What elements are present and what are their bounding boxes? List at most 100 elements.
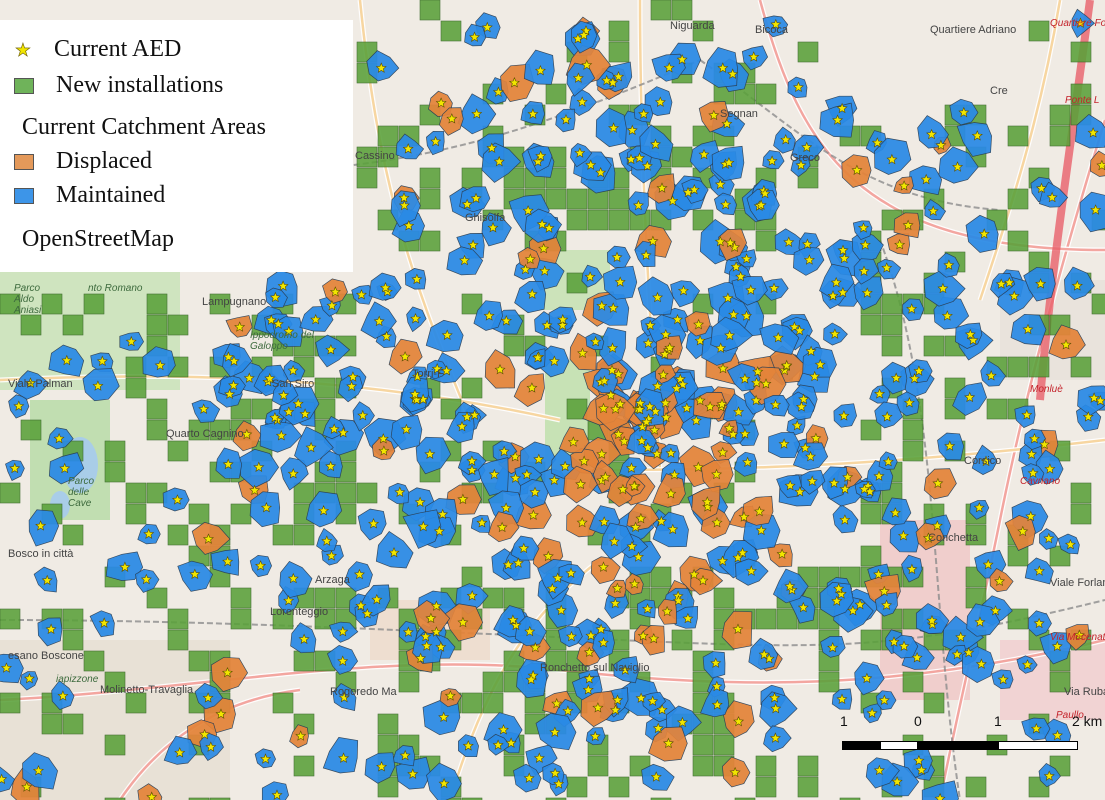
aed-star [576,96,588,107]
aed-star [741,310,753,321]
new-installation-cell [461,167,483,189]
aed-star [742,456,754,468]
aed-star [934,792,946,800]
aed-star [525,674,537,685]
new-installation-cell [1007,230,1029,252]
aed-star [886,153,898,165]
new-installation-cell [608,209,630,231]
displaced-area [690,567,724,596]
aed-star [755,199,767,210]
aed-star [597,561,609,572]
new-installation-cell [986,398,1008,420]
aed-star [803,254,815,265]
aed-star [915,764,927,775]
aed-star [417,520,429,532]
legend-basemap-credit: OpenStreetMap [22,226,174,252]
aed-star [828,477,840,488]
aed-star [982,558,994,570]
aed-star [605,389,617,401]
aed-star [1051,729,1063,741]
road-label-cassina: Ponte L [1065,95,1100,106]
aed-star [538,242,550,254]
aed-star [500,502,512,513]
place-label-bosco-in-citta: Parco Aldo Aniasi [14,283,42,316]
aed-star [654,96,666,107]
new-installation-cell [713,587,735,609]
aed-star [98,617,110,628]
new-installation-cell [146,314,168,336]
aed-star [888,636,900,647]
new-installation-cell [377,146,399,168]
aed-star [858,265,870,277]
new-installation-cell [83,650,105,672]
aed-star [560,114,572,125]
new-installation-cell [1028,356,1050,378]
new-installation-cell [461,293,483,315]
green-square-icon [14,77,34,94]
aed-star [456,420,468,432]
aed-star [723,157,735,168]
aed-star [376,761,388,772]
aed-star [894,239,906,250]
scale-tick: 2 km [1072,713,1103,729]
aed-star [922,532,934,543]
aed-star [1096,159,1105,171]
new-installation-cell [860,629,882,651]
legend-label-current-aed: Current AED [54,36,182,62]
new-installation-cell [902,419,924,441]
aed-star [641,160,653,171]
new-installation-cell [755,83,777,105]
aed-star [903,397,915,408]
aed-star [717,446,729,458]
aed-star [548,355,560,367]
aed-star [325,344,337,355]
aed-star [955,631,967,642]
aed-star [1043,532,1055,544]
aed-star [610,403,622,414]
maintained-area [0,766,16,793]
aed-star [535,150,547,161]
new-installation-cell [314,377,336,399]
aed-star [931,520,943,531]
aed-star [381,330,393,342]
new-installation-cell [62,713,84,735]
aed-star [575,478,587,490]
place-label-segnano: Segnan [720,108,758,120]
aed-star [716,398,728,410]
aed-star [697,574,709,586]
aed-star [325,460,337,472]
new-installation-cell [923,335,945,357]
aed-star [549,726,561,738]
aed-star [842,471,854,482]
aed-star [792,81,804,93]
aed-star [435,641,447,652]
new-installation-cell [209,293,231,315]
aed-star [837,244,849,256]
new-installation-cell [125,482,147,504]
aed-star [648,633,660,644]
aed-star [975,658,987,669]
aed-star [283,325,295,337]
new-installation-cell [545,797,567,800]
place-label-ponte-lambro: Via Rubattino [1064,686,1105,698]
aed-star [399,351,411,362]
aed-star [368,518,380,529]
aed-star [346,380,358,392]
aed-star [738,511,750,522]
aed-star [202,533,214,544]
aed-star [659,397,671,408]
aed-star [373,315,385,327]
aed-star [971,130,983,141]
aed-star [441,329,453,340]
aed-star [402,143,414,154]
aed-star [677,378,689,390]
place-label-parco-aldo: nto Romano [88,283,143,294]
new-installation-cell [566,209,588,231]
aed-star [926,614,938,626]
aed-star [881,599,893,610]
road-label-viale-forlanini: Cavriano [1020,476,1061,487]
new-installation-cell [419,0,441,21]
aed-star [377,433,389,444]
place-label-san-siro: San Siro [272,378,315,390]
